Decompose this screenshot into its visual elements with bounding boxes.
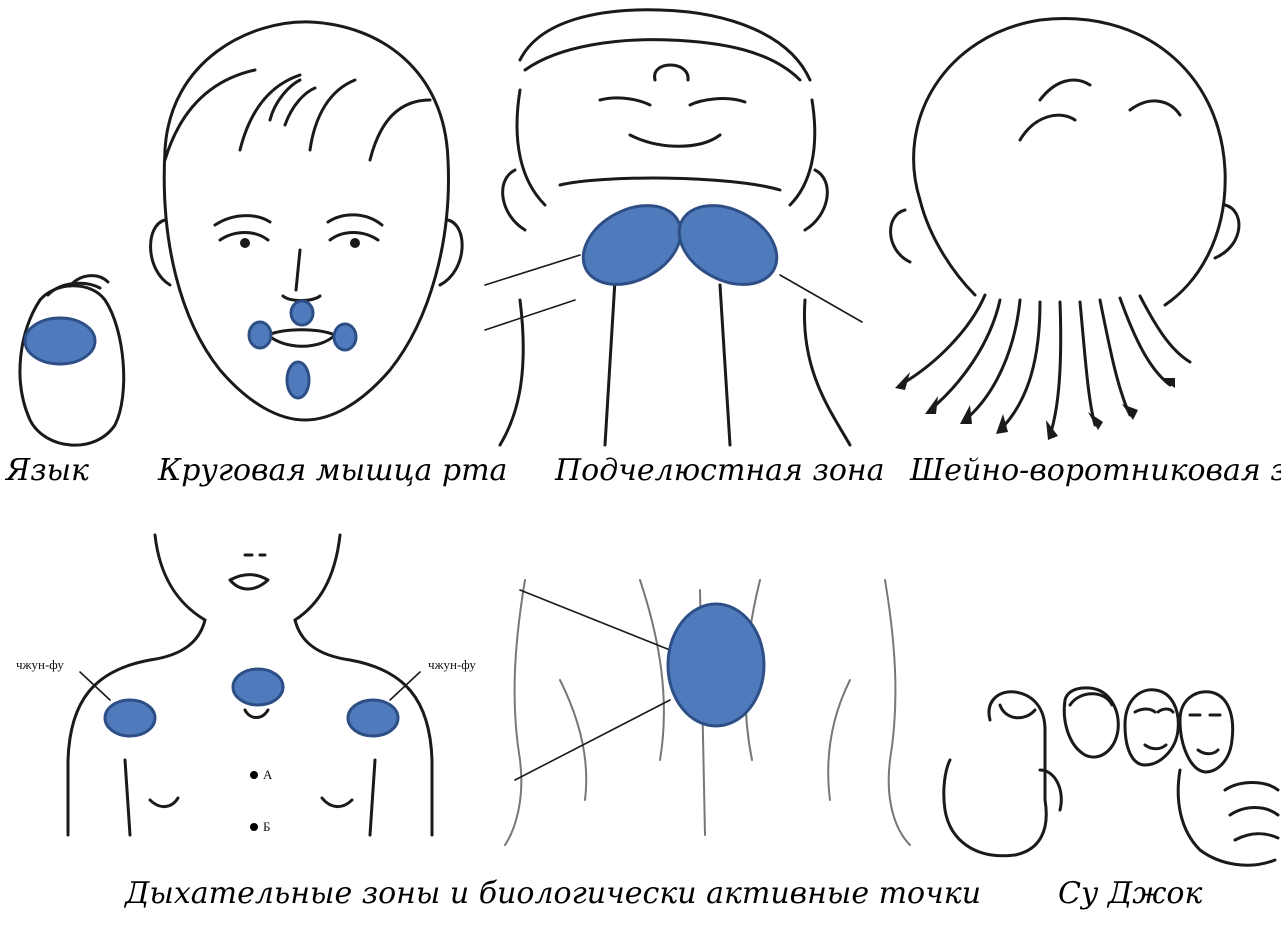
tongue-caption: Язык <box>6 456 89 486</box>
point-a-label: А <box>263 768 272 781</box>
chin-zone-marker <box>287 362 309 398</box>
tongue-zone-marker <box>25 318 95 364</box>
left-submandibular-zone-marker <box>570 190 695 301</box>
throat-zone-marker <box>233 669 283 705</box>
back-of-head-illustration <box>891 19 1239 440</box>
left-mouth-corner-zone-marker <box>249 322 271 348</box>
point-b-label: Б <box>263 820 270 833</box>
child-face-illustration <box>151 22 463 420</box>
stroke-direction-arrows <box>895 295 1190 440</box>
sternum-zone-marker <box>668 604 764 726</box>
point-b-dot <box>250 823 258 831</box>
right-submandibular-zone-marker <box>666 190 791 301</box>
breathing-caption: Дыхательные зоны и биологически активные… <box>125 879 981 909</box>
left-point-label: чжун-фу <box>16 658 64 671</box>
right-shoulder-zone-marker <box>348 700 398 736</box>
neck-collar-caption: Шейно-воротниковая зона <box>910 456 1281 486</box>
right-point-label: чжун-фу <box>428 658 476 671</box>
submandibular-caption: Подчелюстная зона <box>555 456 885 486</box>
left-shoulder-zone-marker <box>105 700 155 736</box>
right-mouth-corner-zone-marker <box>334 324 356 350</box>
orbicularis-caption: Круговая мышца рта <box>158 456 507 486</box>
sujok-hands-illustration <box>944 688 1278 865</box>
sujok-caption: Су Джок <box>1058 879 1202 909</box>
upper-lip-zone-marker <box>291 301 313 325</box>
point-a-dot <box>250 771 258 779</box>
